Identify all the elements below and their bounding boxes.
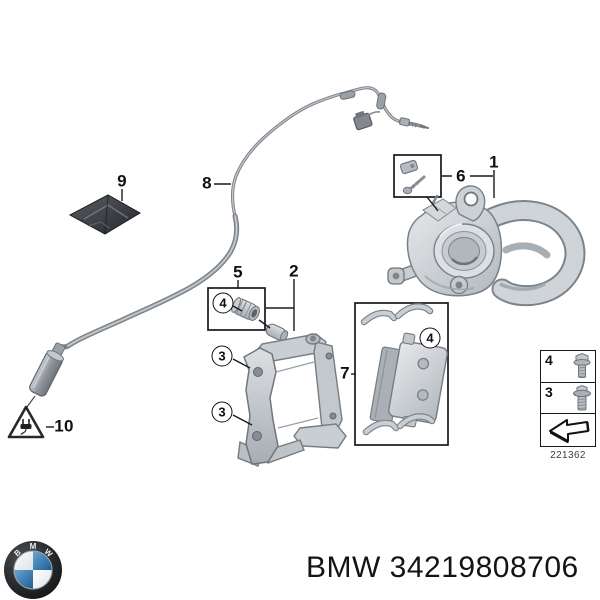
- fastener-legend-box: 4 3: [540, 350, 596, 447]
- flange-bolt-icon-2: [572, 384, 592, 412]
- pad-clips-bottom: [362, 413, 436, 436]
- callout-3-circled-2: 3: [211, 401, 233, 423]
- callout-8: 8: [202, 173, 212, 193]
- callout-leader-lines: [46, 170, 495, 428]
- callout-2: 2: [289, 261, 299, 281]
- legend-label-3: 3: [545, 383, 553, 400]
- logo-letter-b: B: [12, 547, 22, 558]
- parking-brake-cable-drawing: [26, 86, 429, 408]
- logo-letter-m: M: [30, 542, 37, 551]
- cable-sleeve-2: [376, 92, 387, 110]
- sensor-connector: [353, 111, 373, 131]
- callout-3-circled: 3: [211, 345, 233, 367]
- pad-clips-top: [360, 303, 434, 326]
- legend-row-direction: [541, 414, 595, 444]
- bmw-roundel-logo: B M W: [3, 540, 63, 600]
- callout-5: 5: [233, 262, 243, 282]
- callout-4-circled: 4: [212, 292, 234, 314]
- bleeder-cap-drawing: [399, 159, 419, 175]
- brand-text: BMW: [306, 551, 381, 584]
- callout-9: 9: [117, 171, 127, 191]
- logo-letter-w: W: [43, 547, 55, 559]
- callout-6: 6: [456, 166, 466, 186]
- warning-triangle: [7, 405, 45, 439]
- legend-row-bolt-3: 3: [541, 383, 595, 414]
- flange-bolt-icon: [572, 352, 592, 380]
- callout-1: 1: [489, 152, 499, 172]
- diagram-code: 221362: [550, 450, 586, 461]
- brake-caliper-drawing: [387, 185, 586, 307]
- electrical-plug-icon: [20, 419, 32, 435]
- bleeder-screw-drawing: [402, 175, 426, 195]
- direction-arrow-icon: [545, 415, 591, 443]
- part-number-label: BMW 34219808706: [306, 553, 579, 583]
- callout-7: 7: [340, 363, 350, 383]
- bleeder-valve-box: [393, 154, 442, 198]
- guide-bushing-drawing: [231, 297, 260, 321]
- cable-end-barrel: [29, 342, 66, 397]
- callout-4-circled-2: 4: [419, 327, 441, 349]
- caliper-bracket-drawing: [237, 333, 347, 467]
- legend-label-4: 4: [545, 352, 553, 368]
- callout-10: 10: [54, 416, 74, 436]
- guide-pin-drawing: [265, 323, 289, 342]
- grease-packet-drawing: [68, 194, 141, 235]
- cable-sleeve: [339, 90, 356, 100]
- part-number-text: 34219808706: [389, 551, 579, 584]
- legend-row-bolt-4: 4: [541, 351, 595, 383]
- brake-pads-box: [354, 302, 449, 446]
